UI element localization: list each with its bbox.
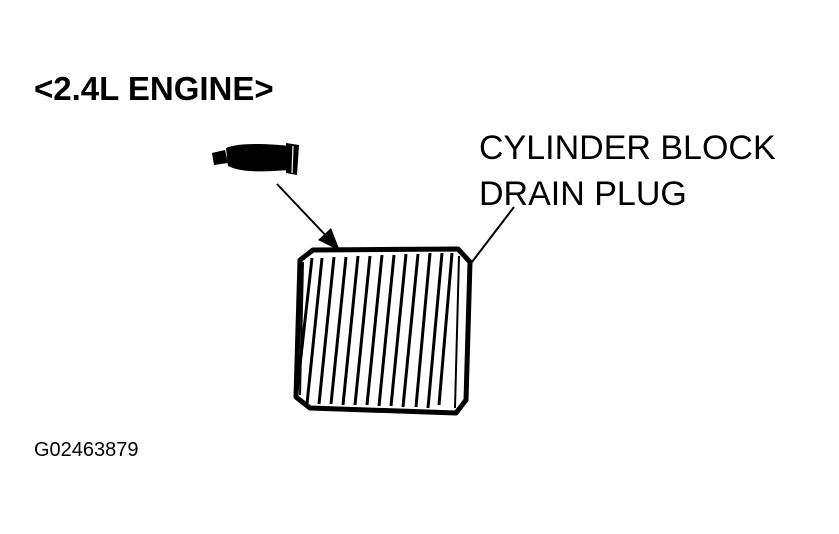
figure-id: G02463879 [34,439,139,461]
diagram-title: <2.4L ENGINE> [34,70,274,107]
callout-label-line1: CYLINDER BLOCK [479,129,776,167]
sealant-tube-icon [212,143,299,175]
drain-plug-icon [293,246,473,416]
leader-line [471,206,515,263]
callout-label-line2: DRAIN PLUG [479,175,687,213]
application-arrow [276,183,340,251]
